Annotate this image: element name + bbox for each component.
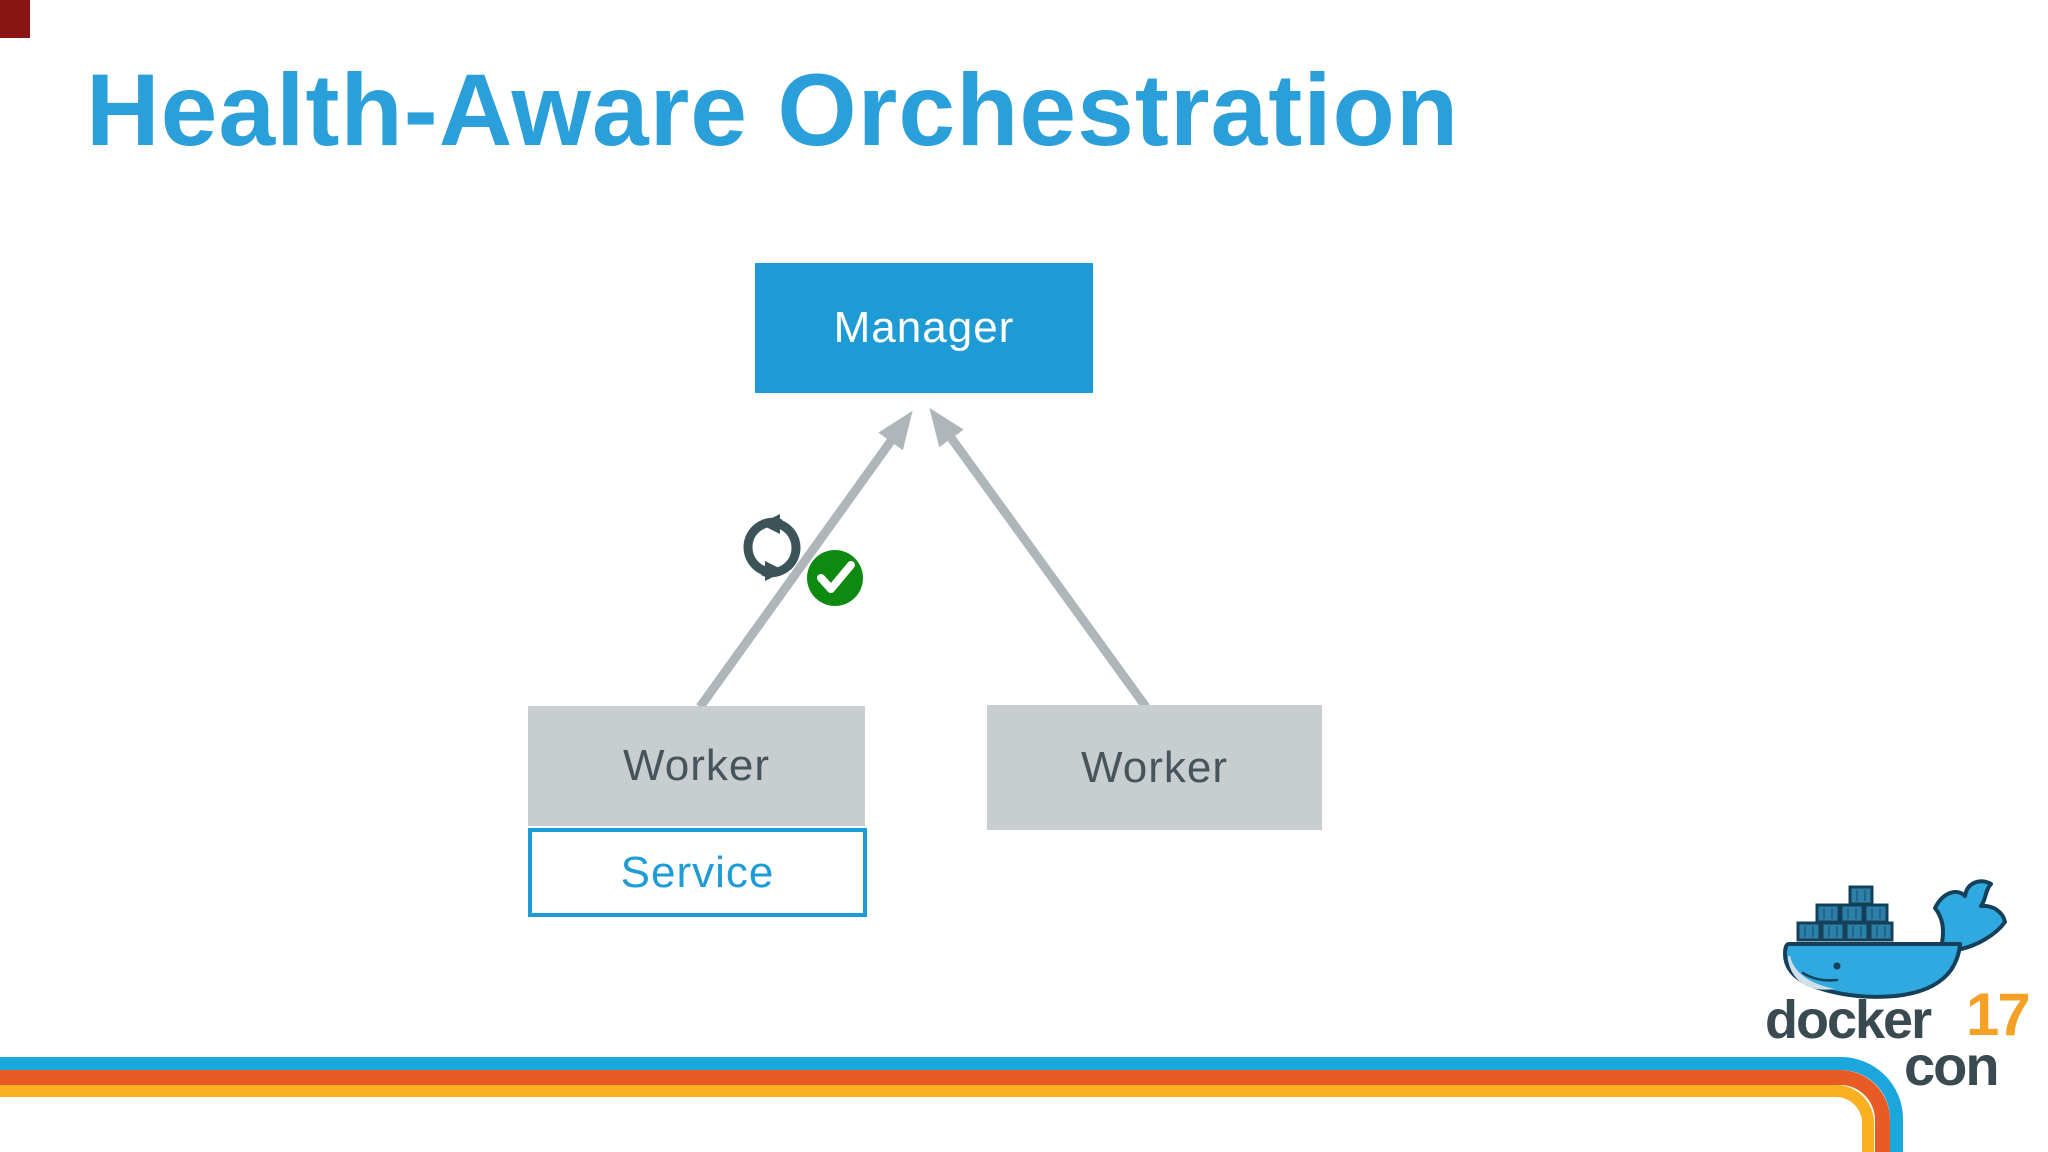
logo-con-text: con (1904, 1034, 2000, 1097)
service-label: Service (620, 847, 775, 897)
worker-node-left: Worker (528, 706, 865, 826)
slide-title: Health-Aware Orchestration (86, 53, 1460, 167)
dockercon-logo: docker 17 con (1735, 865, 2047, 1105)
manager-label: Manager (833, 303, 1015, 352)
logo-year-text: 17 (1966, 981, 2031, 1048)
worker-node-right: Worker (987, 705, 1322, 830)
docker-whale-icon (1783, 879, 2007, 999)
border-stripe-blue (0, 1057, 1903, 1152)
border-stripe-orange (0, 1070, 1890, 1152)
corner-marker (0, 0, 30, 38)
manager-node: Manager (755, 263, 1093, 393)
arrow-right-worker-to-manager (929, 407, 1150, 710)
border-stripe-yellow (0, 1085, 1874, 1152)
worker-right-label: Worker (1081, 742, 1228, 792)
sync-icon (743, 514, 801, 581)
logo-docker-text: docker (1765, 990, 1932, 1050)
check-icon (807, 550, 863, 606)
arrow-left-worker-to-manager (696, 410, 913, 710)
worker-left-label: Worker (623, 741, 770, 790)
service-node: Service (528, 828, 867, 917)
